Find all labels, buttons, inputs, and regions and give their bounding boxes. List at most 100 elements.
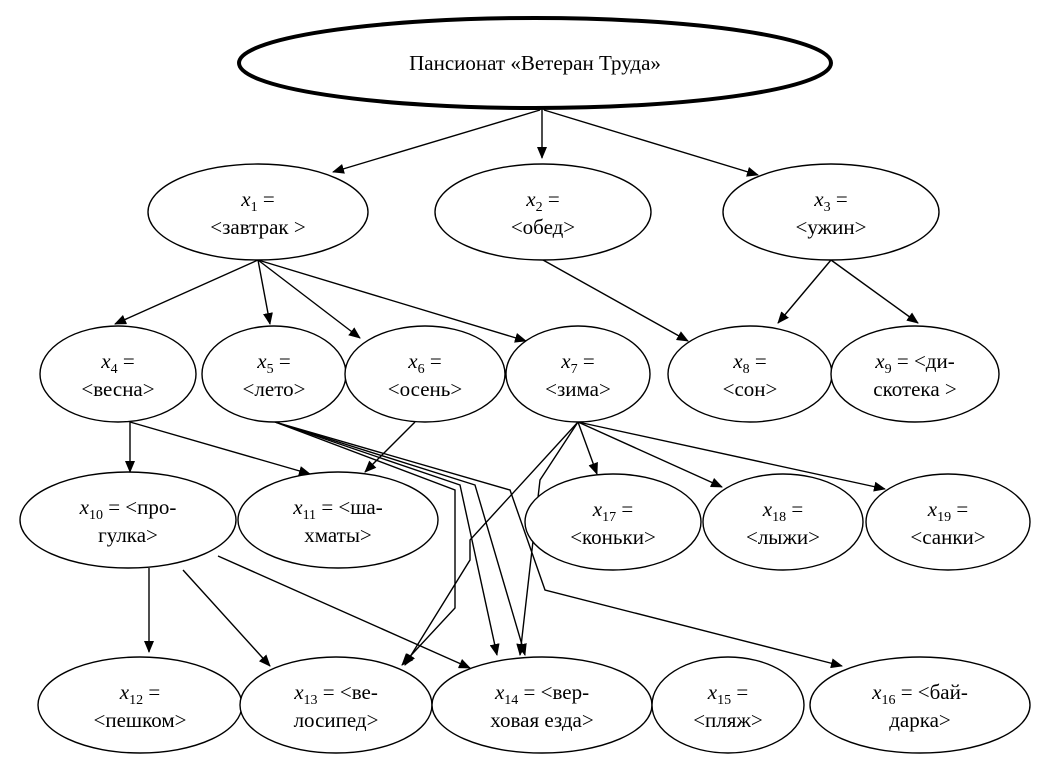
node-ellipse (201, 325, 347, 423)
edge-x5-x16 (274, 421, 843, 669)
node-x12[interactable]: x12 =<пешком> (37, 656, 243, 754)
node-label-line: <пляж> (693, 708, 763, 732)
node-label-line: лосипед> (294, 708, 379, 732)
node-ellipse (722, 163, 940, 261)
node-label-line: x13 = <ве- (293, 680, 378, 708)
node-ellipse (147, 163, 369, 261)
node-label-line: <лыжи> (746, 525, 820, 549)
edge-x1-x4 (114, 259, 259, 325)
node-label-line: x6 = (407, 349, 441, 377)
edge-x3-x8 (777, 259, 832, 324)
node-label-line: <сон> (723, 377, 778, 401)
edges-layer (114, 109, 919, 669)
node-label-line: x18 = (762, 497, 803, 525)
node-label-line: x19 = (927, 497, 968, 525)
node-ellipse (237, 471, 439, 569)
node-ellipse (239, 656, 433, 754)
edge-x10-x13 (182, 569, 271, 667)
node-ellipse (505, 325, 651, 423)
node-label-line: x12 = (119, 680, 160, 708)
edge-x1-x6 (257, 259, 361, 339)
edge-x1-x5 (257, 259, 273, 325)
node-ellipse (431, 656, 653, 754)
edge-x6-x11 (364, 421, 416, 473)
edge-x7-x19 (577, 421, 886, 492)
node-x8[interactable]: x8 =<сон> (667, 325, 833, 423)
node-label-line: <обед> (511, 215, 575, 239)
node-label-line: x5 = (256, 349, 290, 377)
node-label-line: <пешком> (94, 708, 187, 732)
node-x14[interactable]: x14 = <вер-ховая езда> (431, 656, 653, 754)
node-x6[interactable]: x6 =<осень> (344, 325, 506, 423)
node-ellipse (702, 473, 864, 571)
node-label-line: <зима> (545, 377, 611, 401)
node-label-line: <весна> (81, 377, 154, 401)
node-label-line: <завтрак > (210, 215, 305, 239)
edge-x1-x7 (257, 259, 527, 343)
edge-x7-x13 (404, 421, 579, 666)
node-label-line: ховая езда> (490, 708, 593, 732)
node-label-line: <ужин> (796, 215, 867, 239)
node-x15[interactable]: x15 =<пляж> (651, 656, 805, 754)
node-x18[interactable]: x18 =<лыжи> (702, 473, 864, 571)
edge-x7-x18 (577, 421, 723, 488)
node-label-line: x17 = (592, 497, 633, 525)
node-ellipse (524, 473, 702, 571)
edge-x7-x17 (577, 421, 598, 475)
edge-root-x1 (332, 109, 541, 174)
node-x4[interactable]: x4 =<весна> (39, 325, 197, 423)
edge-x2-x8 (542, 259, 689, 342)
root-node[interactable]: Пансионат «Ветеран Труда» (237, 16, 833, 110)
node-ellipse (344, 325, 506, 423)
node-label-line: x7 = (560, 349, 594, 377)
node-ellipse (19, 471, 237, 569)
node-x16[interactable]: x16 = <бай-дарка> (809, 656, 1031, 754)
node-label-line: x16 = <бай- (871, 680, 968, 708)
node-label-line: x2 = (525, 187, 559, 215)
edge-root-x3 (543, 109, 759, 177)
node-label-line: x8 = (732, 349, 766, 377)
node-label-line: x14 = <вер- (494, 680, 589, 708)
root-label: Пансионат «Ветеран Труда» (409, 51, 661, 75)
node-x17[interactable]: x17 =<коньки> (524, 473, 702, 571)
node-label-line: x9 = <ди- (874, 349, 954, 377)
node-x19[interactable]: x19 =<санки> (865, 473, 1031, 571)
node-x9[interactable]: x9 = <ди-скотека > (830, 325, 1000, 423)
edge-x5-x15 (274, 421, 527, 656)
node-x3[interactable]: x3 =<ужин> (722, 163, 940, 261)
node-x10[interactable]: x10 = <про-гулка> (19, 471, 237, 569)
edge-x5-x14 (274, 421, 500, 656)
node-label-line: гулка> (98, 523, 158, 547)
node-x13[interactable]: x13 = <ве-лосипед> (239, 656, 433, 754)
node-label-line: x4 = (100, 349, 134, 377)
edge-x4-x11 (129, 421, 311, 476)
node-ellipse (809, 656, 1031, 754)
node-ellipse (39, 325, 197, 423)
node-x5[interactable]: x5 =<лето> (201, 325, 347, 423)
node-ellipse (667, 325, 833, 423)
node-ellipse (434, 163, 652, 261)
node-label-line: x15 = (707, 680, 748, 708)
node-x2[interactable]: x2 =<обед> (434, 163, 652, 261)
node-label-line: хматы> (304, 523, 372, 547)
node-label-line: <коньки> (570, 525, 656, 549)
node-x7[interactable]: x7 =<зима> (505, 325, 651, 423)
node-label-line: <лето> (243, 377, 306, 401)
edge-x5-x13 (274, 421, 456, 666)
node-ellipse (865, 473, 1031, 571)
node-label-line: x10 = <про- (79, 495, 177, 523)
nodes-layer: x1 =<завтрак > x2 =<обед> x3 =<ужин> x4 =<в… (19, 163, 1031, 754)
node-label-line: x11 = <ша- (292, 495, 382, 523)
edge-x7-x14 (516, 421, 579, 656)
node-ellipse (651, 656, 805, 754)
node-x1[interactable]: x1 =<завтрак > (147, 163, 369, 261)
node-label-line: скотека > (873, 377, 956, 401)
node-label-line: <осень> (388, 377, 462, 401)
node-ellipse (830, 325, 1000, 423)
edge-x10-x14 (217, 555, 471, 669)
node-label-line: x1 = (240, 187, 274, 215)
node-x11[interactable]: x11 = <ша-хматы> (237, 471, 439, 569)
node-label-line: дарка> (889, 708, 951, 732)
node-label-line: x3 = (813, 187, 847, 215)
